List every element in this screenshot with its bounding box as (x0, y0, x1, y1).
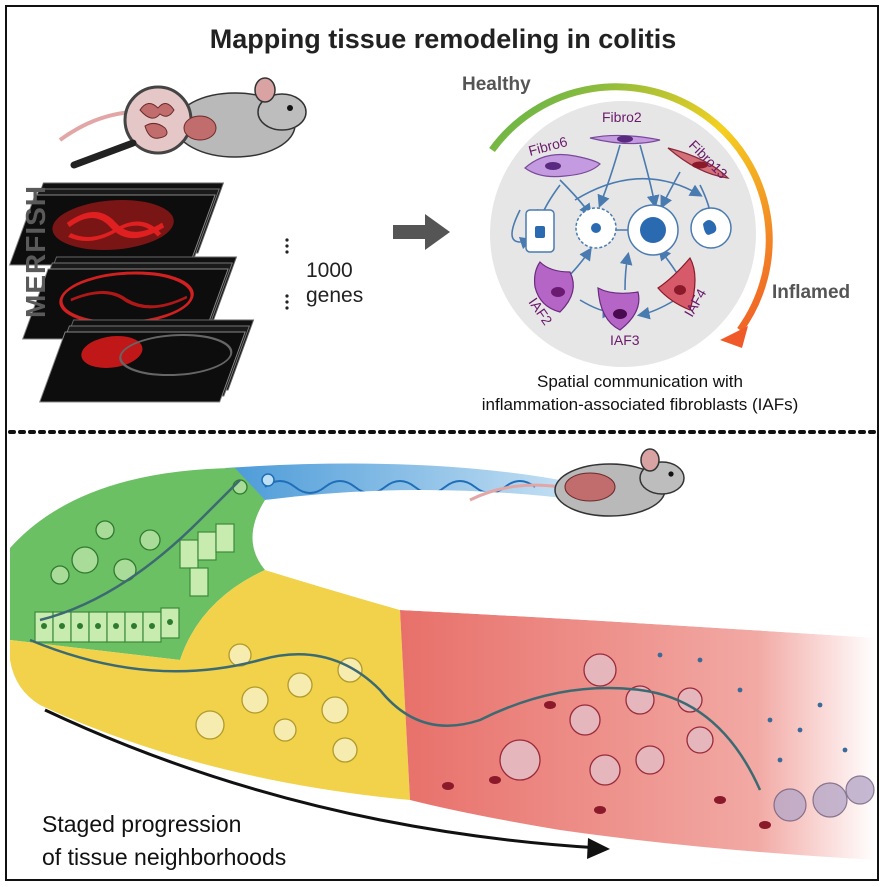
right-arrow-icon (393, 214, 450, 250)
inflamed-label: Inflamed (772, 282, 851, 303)
mouse-illustration (469, 448, 685, 517)
caption-line-2: inflammation-associated fibroblasts (IAF… (481, 395, 799, 414)
genes-count: 1000 (306, 259, 353, 282)
healthy-label: Healthy (462, 74, 531, 95)
cell-communication-circle: Fibro6 Fibro2 Fibro13 IAF2 IAF3 IAF4 (490, 101, 756, 367)
staged-progression-label: Staged progression of tissue neighborhoo… (42, 808, 286, 874)
figure-title: Mapping tissue remodeling in colitis (209, 24, 677, 54)
staged-line-1: Staged progression (42, 811, 242, 837)
genes-label: 1000 genes (306, 258, 363, 308)
progression-arrow (44, 708, 601, 850)
merfish-label: MERFISH (20, 185, 51, 318)
progression-arrowhead-icon (587, 838, 610, 859)
genes-word: genes (306, 284, 364, 307)
healthy-inflamed-arc (489, 83, 773, 333)
figure-frame (5, 5, 879, 881)
staged-line-2: of tissue neighborhoods (42, 844, 287, 870)
caption-line-1: Spatial communication with (537, 372, 743, 391)
mouse-magnifier-illustration (58, 77, 307, 169)
caption: Spatial communication with inflammation-… (420, 370, 860, 416)
cell-label-fibro2: Fibro2 (602, 109, 642, 125)
merfish-image-stacks (8, 182, 289, 403)
cell-label-iaf3: IAF3 (610, 332, 640, 348)
tissue-ribbon (10, 463, 876, 860)
arc-arrowhead-icon (720, 326, 748, 348)
